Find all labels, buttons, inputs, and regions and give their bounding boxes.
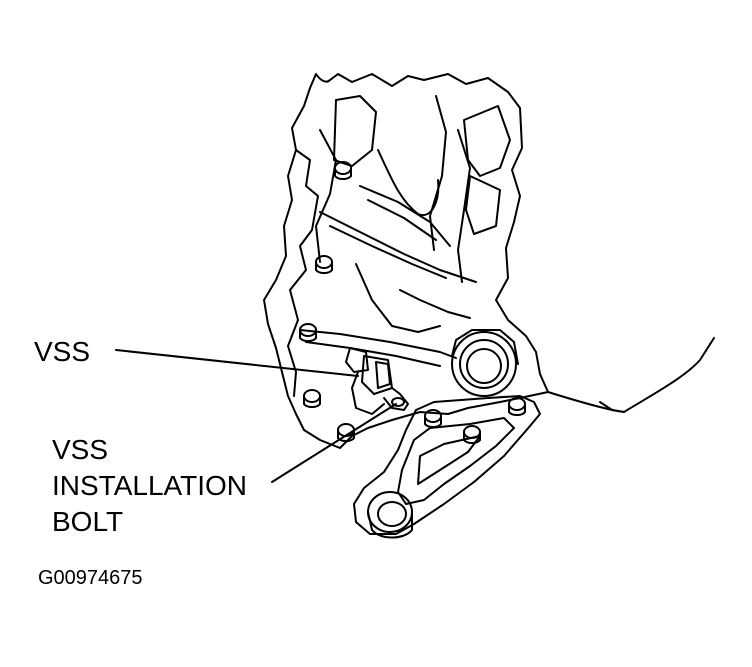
rib-lower-1 — [299, 329, 457, 359]
rib-lower-4 — [399, 289, 471, 319]
bracket-bolt-2 — [463, 425, 481, 444]
housing-right-edge — [547, 337, 715, 413]
bracket-bolt-3 — [508, 397, 526, 416]
bolt-3 — [299, 323, 317, 342]
output-seal-mid — [459, 339, 509, 389]
rib-top — [333, 95, 377, 167]
bolt-leader-line — [271, 403, 397, 483]
rib-cross-2 — [367, 199, 437, 241]
housing-outline — [263, 73, 549, 449]
rib-lower-3 — [355, 263, 441, 333]
bolt-label-line-1: VSS — [52, 434, 109, 465]
mount-bushing-inner — [377, 501, 407, 527]
output-seal-inner — [466, 348, 502, 384]
figure-code: G00974675 — [38, 567, 143, 589]
housing-left-edge-detail — [287, 149, 319, 397]
output-seal-outer — [451, 331, 517, 397]
housing-right-notch — [599, 401, 625, 413]
rib-lower-2 — [305, 341, 441, 367]
vss-label: VSS — [34, 336, 91, 367]
mount-bushing-side — [367, 511, 413, 539]
vss-installation-bolt-label: VSS INSTALLATION BOLT — [52, 432, 247, 540]
rib-diagonal-2 — [329, 225, 447, 279]
bracket-bolt-1 — [424, 409, 442, 428]
rib-left-inner — [315, 129, 337, 263]
rib-vertical — [429, 95, 447, 251]
bolt-1 — [334, 161, 352, 180]
rib-mid-curve — [377, 149, 440, 217]
rib-cross — [359, 185, 451, 247]
rib-right-frame — [463, 105, 511, 177]
housing-bolts — [299, 161, 355, 442]
rib-diagonal-1 — [319, 211, 477, 283]
rib-vertical-2 — [457, 129, 471, 283]
mount-bracket — [353, 395, 541, 539]
bolt-4 — [303, 389, 321, 408]
vss-leader-line — [115, 349, 359, 377]
output-seal-boss — [451, 329, 519, 365]
vss-sensor — [345, 347, 409, 415]
bolt-label-line-2: INSTALLATION — [52, 470, 248, 501]
bolt-label-line-3: BOLT — [52, 506, 124, 537]
bolt-2 — [315, 255, 333, 274]
rib-right-frame-2 — [465, 175, 501, 235]
